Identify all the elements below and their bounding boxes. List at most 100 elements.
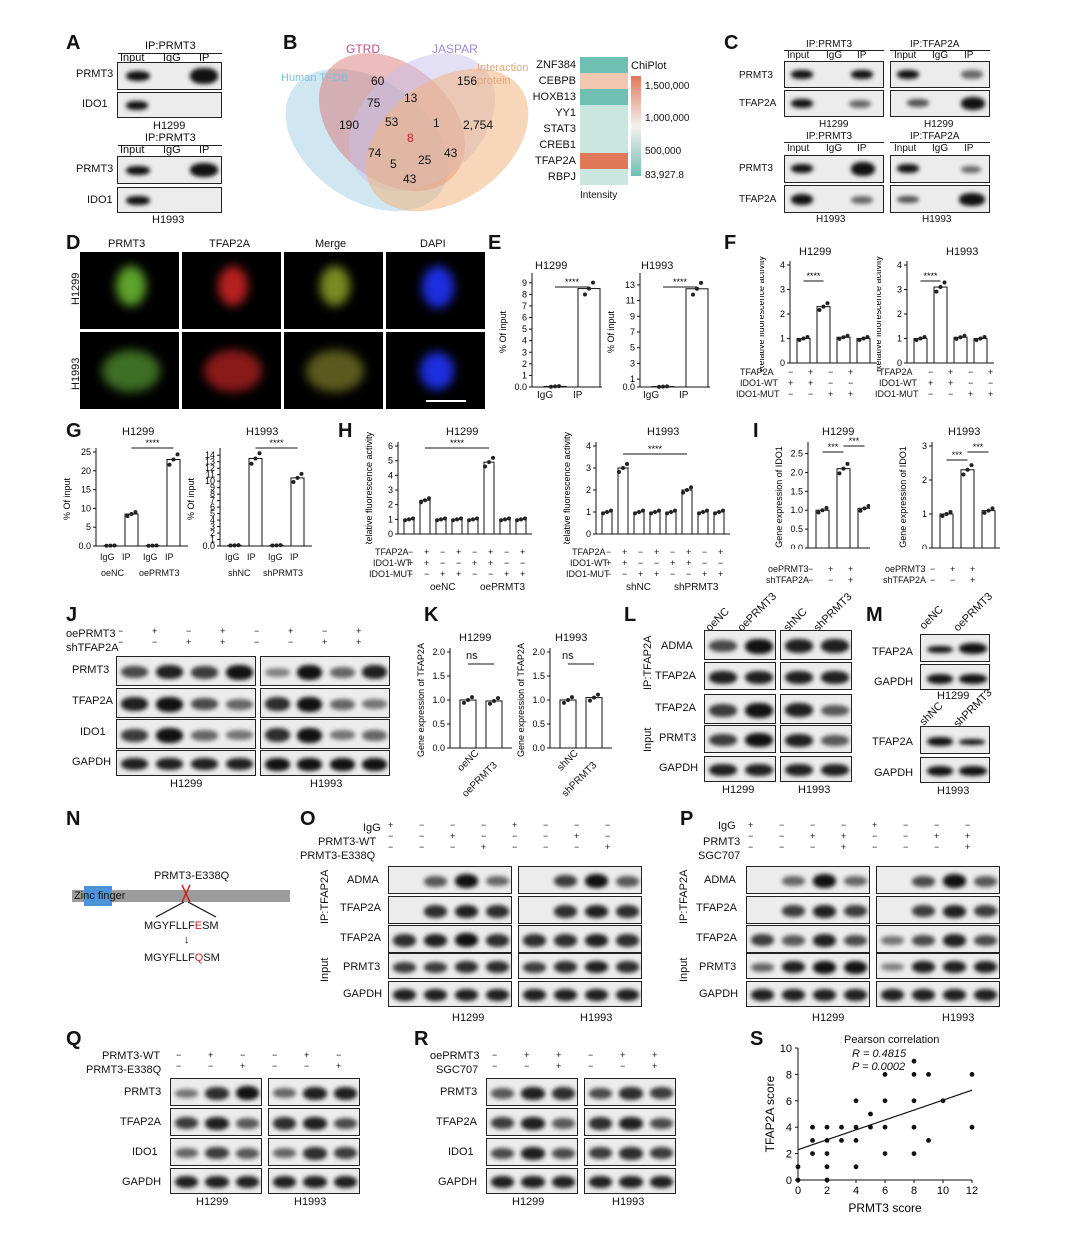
- condition-sign: −: [288, 637, 294, 647]
- fluorescence-image: [386, 252, 485, 329]
- data-point: [691, 292, 695, 297]
- condition-sign: +: [848, 389, 854, 399]
- blot-label: GAPDH: [874, 767, 914, 779]
- x-axis-label: PRMT3 score: [848, 1201, 922, 1215]
- panel-letter-g: G: [66, 420, 82, 442]
- condition-sign: +: [988, 389, 994, 399]
- y-tick-label: 5: [522, 324, 527, 334]
- scatter-point: [795, 1164, 801, 1170]
- cell-line-label: H1993: [937, 785, 970, 797]
- data-point: [423, 498, 427, 503]
- blot-image: [117, 92, 222, 118]
- data-point: [588, 698, 592, 703]
- condition-sign: +: [622, 558, 628, 568]
- data-point: [837, 336, 842, 341]
- ip-label: IP:TFAP2A: [910, 131, 960, 142]
- group-label: oeNC: [430, 582, 456, 593]
- condition-label: IDO1-MUT: [369, 569, 413, 579]
- blot-image: [920, 757, 990, 783]
- y-tick-label: 1.0: [432, 695, 445, 705]
- condition-sign: −: [472, 569, 478, 579]
- data-point: [982, 335, 987, 340]
- heatmap-cell: [580, 153, 628, 169]
- data-point: [934, 289, 939, 294]
- scatter-point: [824, 1164, 830, 1170]
- data-point: [661, 384, 665, 389]
- chart-title: H1993: [948, 426, 981, 438]
- condition-sign: +: [828, 564, 834, 574]
- data-point: [583, 292, 587, 297]
- lane-label: Input: [894, 143, 917, 154]
- condition-sign: −: [841, 820, 847, 830]
- blot-image: [518, 953, 642, 979]
- panel-letter-m: M: [866, 604, 883, 626]
- cell-line-label: H1299: [722, 784, 755, 796]
- condition-sign: +: [654, 569, 660, 579]
- data-point: [922, 335, 927, 340]
- data-point: [570, 695, 574, 700]
- blot-label: PRMT3: [440, 1086, 478, 1098]
- y-tick-label: 4: [388, 470, 393, 480]
- condition-sign: −: [903, 842, 909, 852]
- y-tick-label: 5: [210, 509, 215, 519]
- x-tick-label: IP: [573, 390, 583, 401]
- condition-sign: +: [556, 1050, 562, 1060]
- blot-label: PRMT3: [343, 961, 381, 973]
- venn-count: 8: [407, 131, 414, 145]
- lane-label: IP: [199, 144, 210, 156]
- channel-label: Merge: [315, 238, 347, 250]
- blot-label: TFAP2A: [340, 902, 381, 914]
- blot-image: [890, 155, 990, 183]
- data-point: [125, 513, 130, 518]
- bar: [816, 306, 831, 364]
- heatmap-gene-label: YY1: [555, 107, 576, 119]
- lane-label: oePRMT3: [735, 590, 780, 634]
- condition-sign: −: [903, 831, 909, 841]
- y-tick-label: 4: [780, 260, 785, 270]
- y-tick-label: 3: [922, 441, 927, 451]
- data-point: [411, 516, 415, 521]
- x-tick-label: IP: [290, 552, 299, 562]
- condition-sign: +: [606, 558, 612, 568]
- condition-label: IgG: [718, 820, 736, 832]
- venn-count: 43: [403, 172, 417, 186]
- y-tick-label: 2: [522, 359, 527, 369]
- condition-sign: −: [748, 831, 754, 841]
- mut-sequence: MGYFLLFQSM: [144, 952, 220, 964]
- zinc-finger-domain: [84, 886, 112, 906]
- scatter-point: [810, 1138, 815, 1143]
- blot-image: [388, 953, 512, 979]
- blot-label: TFAP2A: [72, 695, 113, 707]
- heatmap-cell: [580, 105, 628, 121]
- blot-label: IDO1: [448, 1146, 474, 1158]
- condition-label: shTFAP2A: [66, 642, 119, 654]
- y-tick-label: 9: [630, 311, 635, 321]
- lane-label: IP: [964, 50, 974, 61]
- blot-image: [116, 656, 256, 686]
- scatter-point: [810, 1151, 815, 1156]
- lane-label: IgG: [932, 143, 949, 154]
- lane-label: IgG: [163, 144, 181, 156]
- condition-sign: +: [970, 564, 976, 574]
- blot-image: [746, 896, 870, 924]
- y-tick-label: 14: [205, 450, 215, 460]
- blot-label: TFAP2A: [739, 194, 777, 205]
- condition-sign: −: [903, 820, 909, 830]
- condition-label: IDO1-WT: [570, 558, 608, 568]
- condition-sign: −: [606, 569, 612, 579]
- condition-label: IgG: [363, 822, 381, 834]
- lane-label: oeNC: [917, 603, 946, 632]
- fluorescence-image: [80, 252, 179, 329]
- condition-sign: −: [520, 558, 526, 568]
- blot-label: GAPDH: [659, 762, 699, 774]
- condition-sign: −: [186, 626, 192, 636]
- y-tick-label: 0.0: [790, 543, 803, 549]
- condition-sign: −: [605, 831, 611, 841]
- venn-set-label: Human TFDB: [281, 72, 349, 84]
- venn-count: 74: [368, 146, 382, 160]
- condition-sign: −: [408, 547, 414, 557]
- bar: [419, 499, 431, 535]
- data-point: [962, 333, 967, 338]
